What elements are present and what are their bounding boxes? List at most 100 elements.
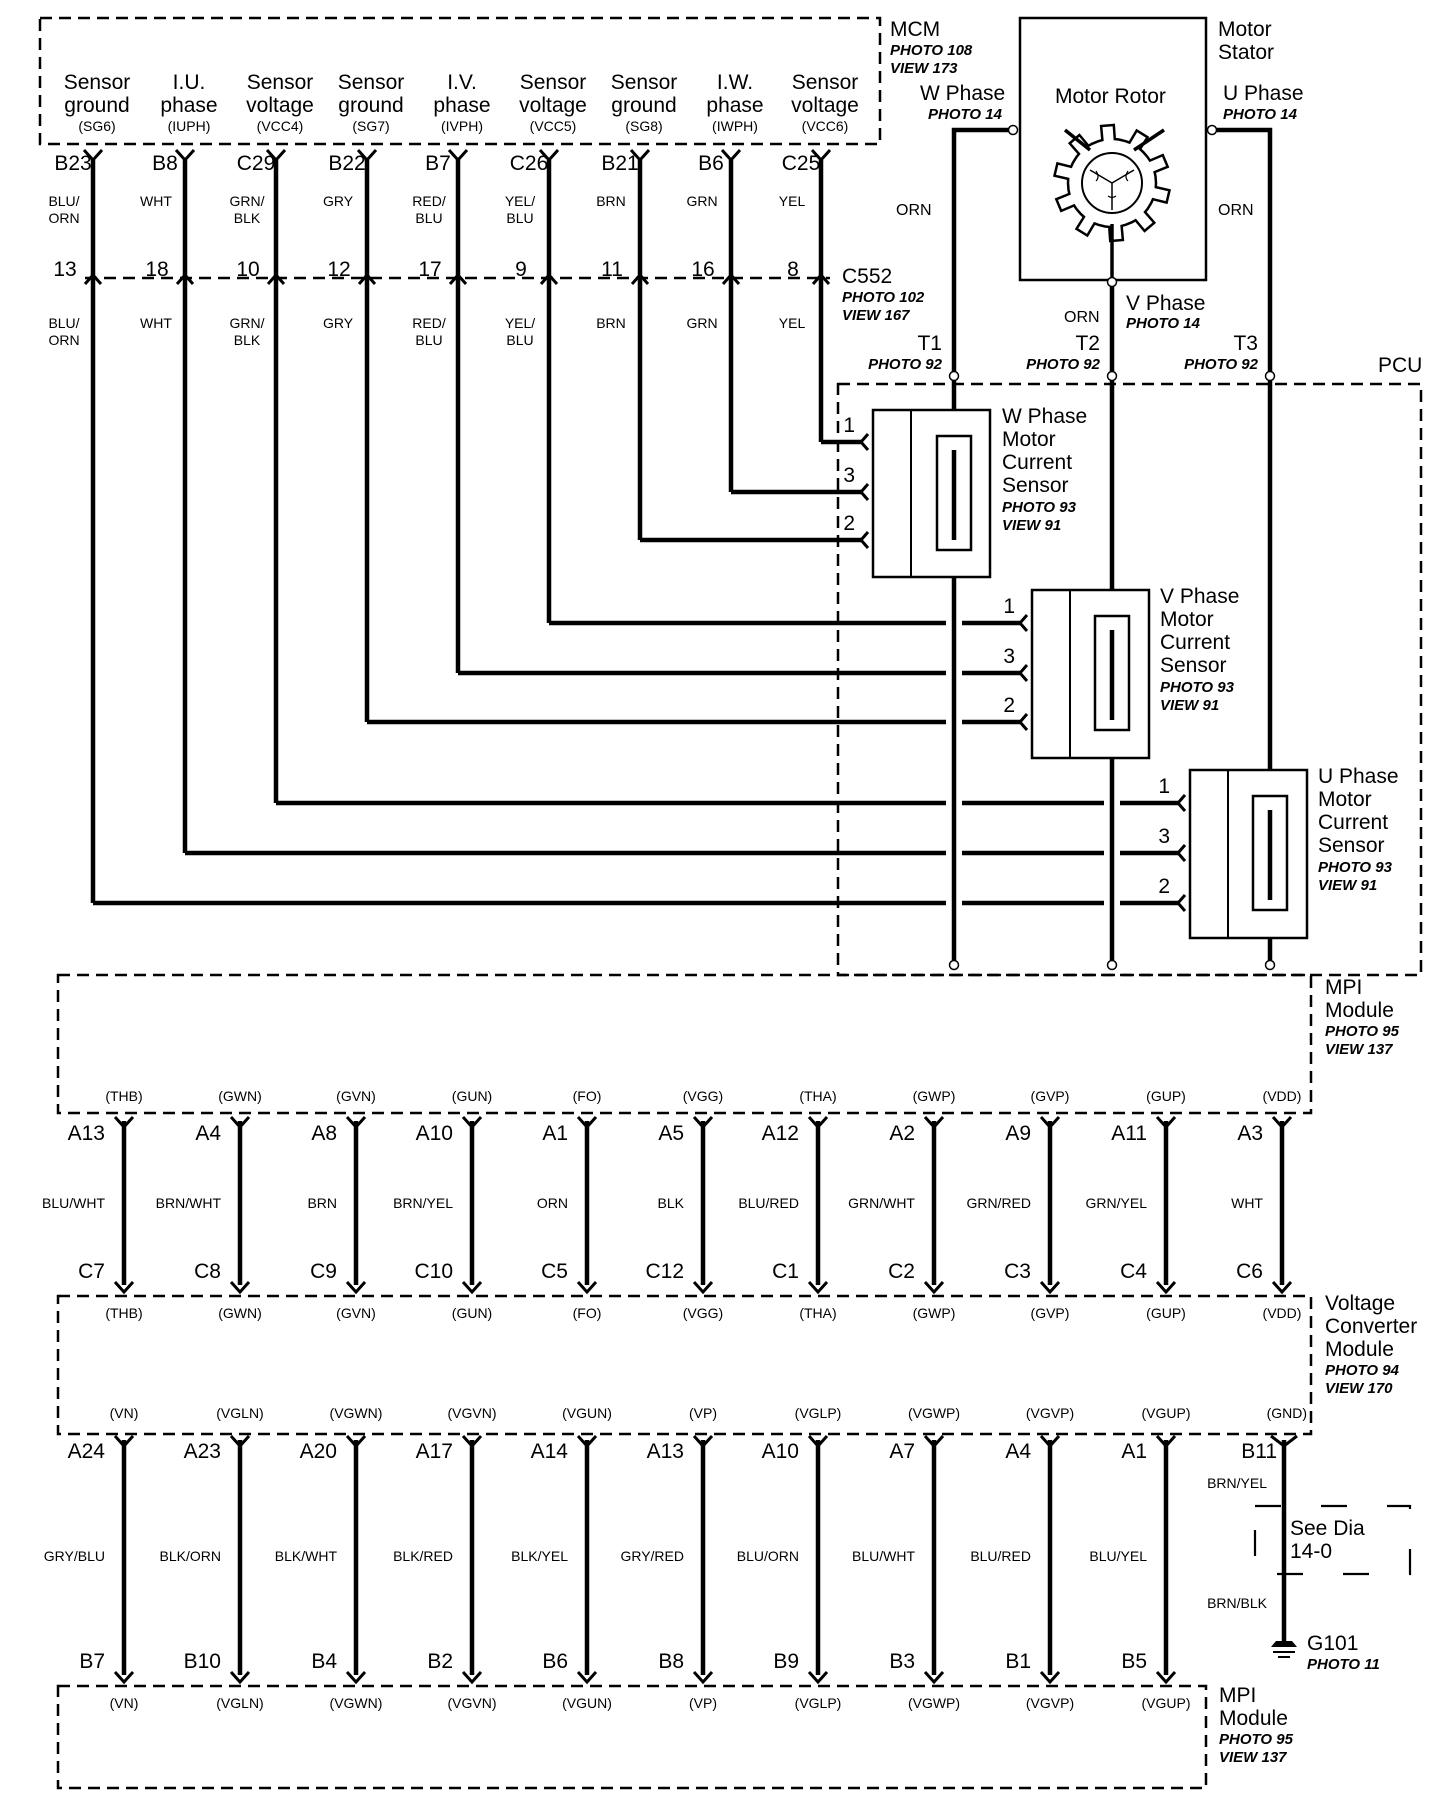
mcm-wire-color-bottom-1: YEL — [779, 315, 806, 331]
current-sensor-label-3: Current — [1318, 811, 1388, 834]
mcm-wire-color-top-1: YEL — [779, 193, 806, 209]
bus1-wire-color: BLU/RED — [738, 1195, 799, 1211]
bus1-wire-color: GRN/RED — [966, 1195, 1031, 1211]
mcm-wire-color-top-1: GRY — [323, 193, 354, 209]
mcm-pin-terminal: B21 — [601, 152, 638, 175]
vcm-top-signal-name: (GUN) — [452, 1305, 492, 1321]
mcm-pin-signal: (SG8) — [625, 118, 662, 134]
current-sensor-label-2: Motor — [1002, 428, 1056, 451]
current-sensor-body — [1030, 588, 1151, 760]
u-phase-wire-color: ORN — [1218, 202, 1254, 219]
bus1-wire-color: BRN/WHT — [156, 1195, 222, 1211]
pcu-terminal-photo: PHOTO 92 — [868, 356, 943, 373]
current-sensor-label-2: Motor — [1318, 788, 1372, 811]
vcm-top-connector — [461, 1280, 483, 1295]
current-sensor-label-1: W Phase — [1002, 405, 1087, 428]
current-sensor-pin-number: 1 — [1158, 775, 1170, 798]
mcm-pin-signal: (IUPH) — [168, 118, 211, 134]
vcm-bottom-signal-name: (VGUP) — [1142, 1405, 1191, 1421]
mcm-pin-name-2: ground — [64, 94, 129, 117]
c552-cavity-number: 8 — [787, 258, 799, 281]
mcm-view: VIEW 173 — [890, 60, 958, 77]
mpi-top-signal-name: (GUP) — [1146, 1088, 1186, 1104]
bus1-wire-color: BRN/YEL — [393, 1195, 453, 1211]
mcm-wire-color-top-1: WHT — [140, 193, 172, 209]
mpi-bottom-connector — [1039, 1670, 1061, 1685]
vcm-top-connector — [1155, 1280, 1177, 1295]
mpi-bottom-connector — [807, 1670, 829, 1685]
vcm-bottom-terminal: A20 — [300, 1440, 337, 1463]
mpi-vcm-bus-group: (THB)A13BLU/WHTC7(THB)(GWN)A4BRN/WHTC8(G… — [42, 1088, 1301, 1321]
c552-cavity-number: 11 — [601, 258, 623, 281]
w-phase-wire — [951, 127, 1012, 967]
mcm-wire-color-bottom-1: BLU/ — [48, 315, 79, 331]
mcm-pin-signal: (VCC5) — [530, 118, 577, 134]
bus2-wire-color: BLK/YEL — [511, 1548, 568, 1564]
c552-cavity-number: 13 — [53, 258, 76, 281]
vcm-bottom-terminal: A7 — [889, 1440, 915, 1463]
mcm-pin-group: Sensorground(SG6)B23BLU/ORN13BLU/ORNI.U.… — [48, 71, 858, 348]
ground-wire-color-bottom: BRN/BLK — [1207, 1595, 1268, 1611]
ground-symbol-icon — [1271, 1641, 1297, 1658]
current-sensor-view: VIEW 91 — [1318, 877, 1377, 894]
mpi-top-signal-name: (VGG) — [683, 1088, 723, 1104]
current-sensor-view: VIEW 91 — [1002, 517, 1061, 534]
vcm-top-terminal: C10 — [414, 1260, 453, 1283]
vcm-bottom-signal-name: (VGVP) — [1026, 1405, 1074, 1421]
mcm-pin-terminal: B6 — [698, 152, 724, 175]
vcm-top-terminal: C2 — [888, 1260, 915, 1283]
vcm-bottom-terminal: A4 — [1005, 1440, 1031, 1463]
current-sensor-pin-number: 1 — [1003, 595, 1015, 618]
mpi-bottom-connector — [229, 1670, 251, 1685]
u-phase-node — [1206, 124, 1218, 136]
mpi-top-terminal: A11 — [1111, 1122, 1147, 1145]
vcm-top-signal-name: (GVP) — [1031, 1305, 1070, 1321]
mcm-pin-terminal: C25 — [782, 152, 821, 175]
mcm-wire-color-top-1: YEL/ — [505, 193, 535, 209]
c552-cavity-number: 17 — [418, 258, 441, 281]
bus1-wire-color: WHT — [1231, 1195, 1263, 1211]
c552-cavity-number: 18 — [145, 258, 168, 281]
mcm-wire-color-top-1: BLU/ — [48, 193, 79, 209]
mcm-wire-color-bottom-1: YEL/ — [505, 315, 535, 331]
vcm-bottom-signal-name: (VGUN) — [562, 1405, 612, 1421]
mcm-pin-name-1: I.V. — [447, 71, 477, 94]
vcm-label-3: Module — [1325, 1338, 1394, 1361]
mpi-bottom-terminal: B2 — [427, 1650, 453, 1673]
mpi-bottom-connector — [576, 1670, 598, 1685]
mpi-top-signal-name: (GUN) — [452, 1088, 492, 1104]
current-sensor-label-4: Sensor — [1002, 474, 1069, 497]
mpi-top-terminal: A9 — [1005, 1122, 1031, 1145]
mcm-wire-color-bottom-1: GRY — [323, 315, 354, 331]
vcm-top-terminal: C6 — [1236, 1260, 1263, 1283]
vcm-label-1: Voltage — [1325, 1292, 1395, 1315]
mpi-bottom-signal-name: (VGWN) — [330, 1695, 383, 1711]
current-sensor-pin-connector — [859, 433, 870, 451]
mpi-bottom-terminal: B10 — [184, 1650, 221, 1673]
mpi-bottom-label-1: MPI — [1219, 1684, 1256, 1707]
mcm-pin-signal: (IVPH) — [441, 118, 483, 134]
mpi-top-signal-name: (GVN) — [336, 1088, 376, 1104]
vcm-photo: PHOTO 94 — [1325, 1362, 1400, 1379]
current-sensor-label-1: U Phase — [1318, 765, 1399, 788]
mpi-top-signal-name: (THA) — [799, 1088, 836, 1104]
vcm-top-connector — [229, 1280, 251, 1295]
c552-photo: PHOTO 102 — [842, 289, 925, 306]
vcm-top-signal-name: (THA) — [799, 1305, 836, 1321]
vcm-top-terminal: C9 — [310, 1260, 337, 1283]
pcu-terminal-node — [1106, 370, 1118, 382]
current-sensor-body — [1188, 768, 1309, 940]
bus1-wire-color: ORN — [537, 1195, 568, 1211]
w-phase-node — [1007, 124, 1019, 136]
w-phase-wire-color: ORN — [896, 202, 932, 219]
mpi-module-bottom-box — [56, 1684, 1208, 1790]
c552-cavity-number: 16 — [691, 258, 714, 281]
mpi-bottom-terminal: B6 — [542, 1650, 568, 1673]
u-phase-label: U Phase — [1223, 82, 1304, 105]
mpi-top-label-1: MPI — [1325, 976, 1362, 999]
current-sensor-pin-number: 3 — [1003, 645, 1015, 668]
vcm-top-connector — [923, 1280, 945, 1295]
u-phase-wire — [1213, 127, 1273, 967]
vcm-bottom-terminal: A1 — [1121, 1440, 1147, 1463]
mpi-bottom-signal-name: (VGUP) — [1142, 1695, 1191, 1711]
